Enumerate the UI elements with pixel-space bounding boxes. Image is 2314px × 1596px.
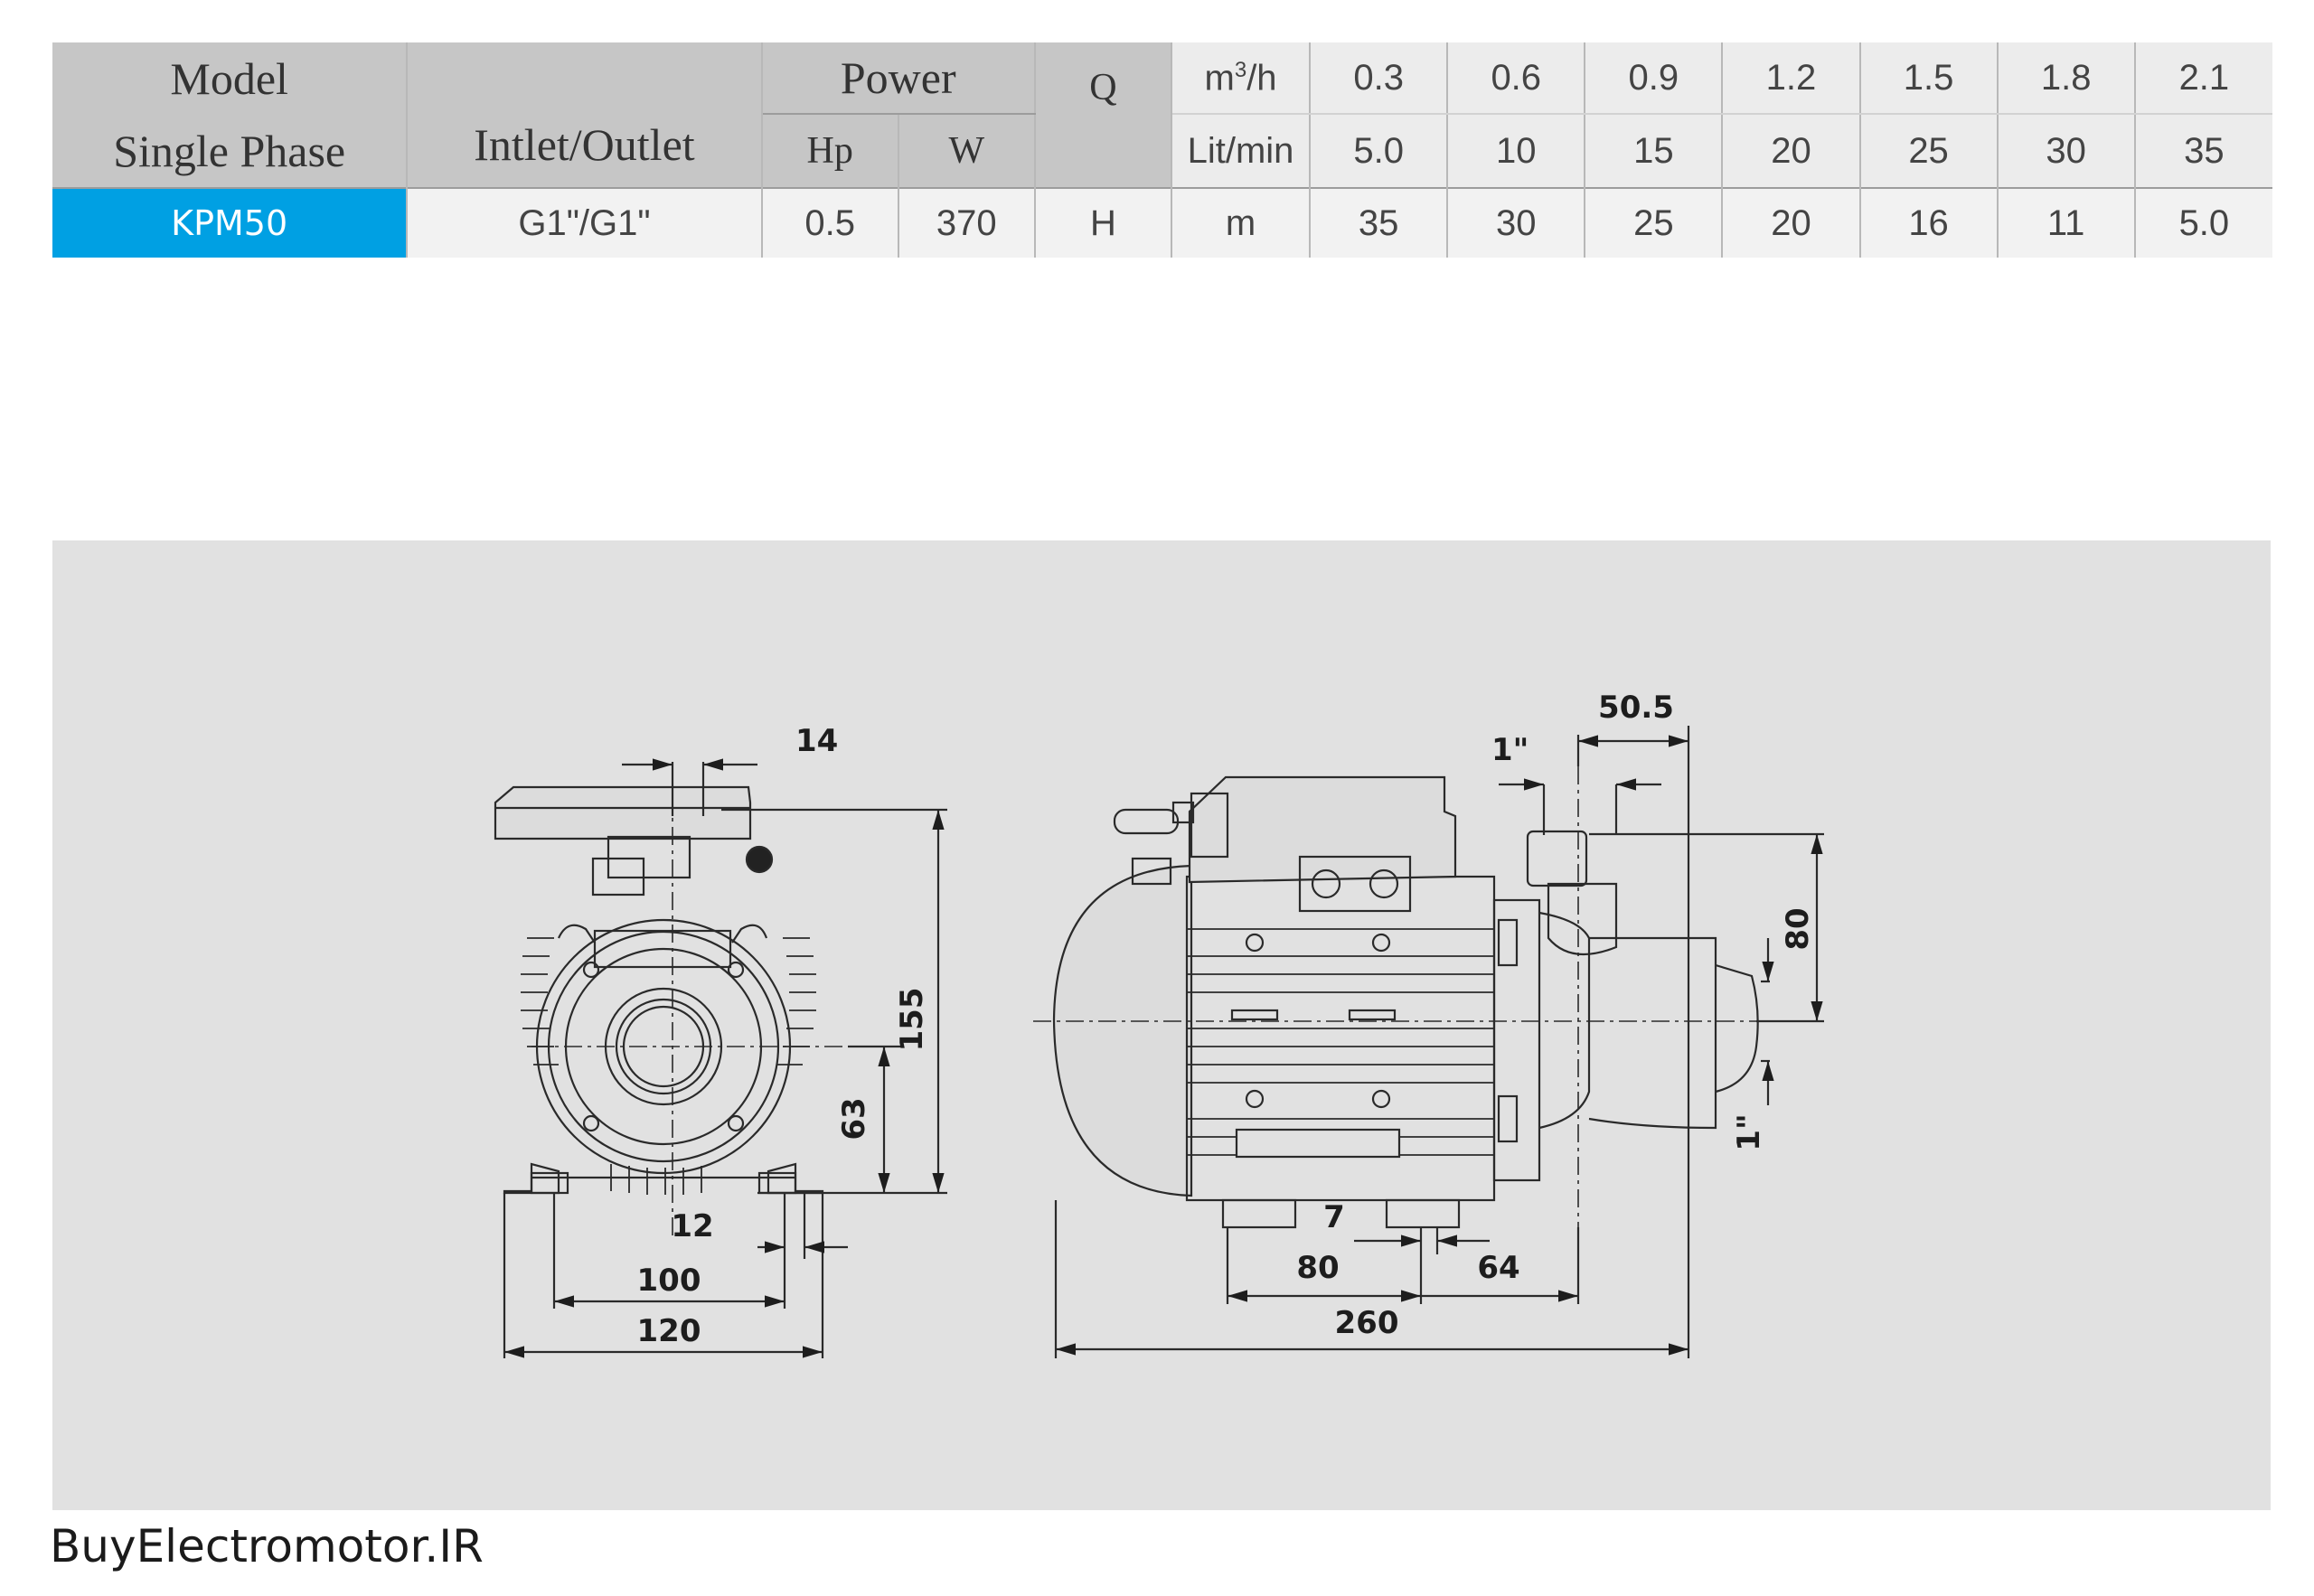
dim-155-label: 155 [894, 988, 930, 1052]
dim-7-label: 7 [1323, 1199, 1345, 1235]
w-header: W [898, 114, 1036, 188]
flow-lit-cell: 15 [1585, 114, 1724, 188]
drawing-svg: 14 155 63 12 100 120 [494, 690, 1824, 1358]
model-header-line1: Model [170, 53, 288, 104]
head-cell: 16 [1859, 187, 1999, 258]
technical-drawing: 14 155 63 12 100 120 [52, 540, 2271, 1510]
dim-63-label: 63 [836, 1097, 872, 1140]
dim-50-5-label: 50.5 [1598, 690, 1674, 726]
flow-lit-cell: 30 [1997, 114, 2136, 188]
flow-m3h-cell: 0.6 [1447, 42, 1586, 116]
flow-unit-m3h-sup: 3 [1234, 57, 1247, 82]
flow-m3h-cell: 0.3 [1310, 42, 1449, 116]
flow-unit-m3h-base: m [1204, 57, 1235, 98]
flow-m3h-cell: 0.9 [1585, 42, 1724, 116]
site-footer: BuyElectromotor.IR [50, 1520, 484, 1573]
dim-120-label: 120 [637, 1313, 701, 1349]
flow-m3h-cell: 1.2 [1722, 42, 1861, 116]
dim-80-vertical-label: 80 [1780, 907, 1816, 950]
dim-1in-top-label: 1" [1491, 732, 1529, 768]
model-header-line2: Single Phase [113, 126, 346, 176]
dim-80-label: 80 [1296, 1250, 1339, 1286]
flow-lit-cell: 5.0 [1310, 114, 1449, 188]
flow-lit-cell: 35 [2134, 114, 2272, 188]
dim-1in-side-label: 1" [1731, 1113, 1767, 1150]
inlet-outlet-cell: G1"/G1" [407, 187, 763, 258]
flow-m3h-cell: 1.5 [1859, 42, 1999, 116]
dim-100-label: 100 [637, 1263, 701, 1299]
head-cell: 25 [1585, 187, 1724, 258]
inlet-outlet-header: Intlet/Outlet [407, 42, 763, 188]
dim-260-label: 260 [1335, 1305, 1399, 1341]
front-view [494, 758, 947, 1358]
dim-64-label: 64 [1477, 1250, 1519, 1286]
model-header: Model Single Phase [52, 42, 409, 188]
h-label-cell: H [1034, 187, 1172, 258]
power-header: Power [761, 42, 1036, 116]
head-cell: 20 [1722, 187, 1861, 258]
head-cell: 5.0 [2134, 187, 2272, 258]
w-cell: 370 [898, 187, 1036, 258]
dim-14-label: 14 [795, 723, 838, 759]
head-cell: 35 [1310, 187, 1449, 258]
flow-unit-m3h-tail: /h [1246, 57, 1277, 98]
flow-lit-cell: 25 [1859, 114, 1999, 188]
hp-cell: 0.5 [761, 187, 899, 258]
head-cell: 11 [1997, 187, 2136, 258]
flow-lit-cell: 10 [1447, 114, 1586, 188]
flow-unit-lit: Lit/min [1171, 114, 1312, 188]
model-name-cell: KPM50 [52, 187, 409, 258]
flow-unit-m3h: m3/h [1171, 42, 1312, 116]
side-view [1033, 726, 1824, 1358]
dim-12-label: 12 [671, 1208, 713, 1244]
head-cell: 30 [1447, 187, 1586, 258]
h-unit-cell: m [1171, 187, 1312, 258]
spec-table: Model Single Phase Intlet/Outlet Power Q… [52, 42, 2272, 258]
hp-header: Hp [761, 114, 899, 188]
flow-m3h-cell: 1.8 [1997, 42, 2136, 116]
flow-m3h-cell: 2.1 [2134, 42, 2272, 116]
flow-lit-cell: 20 [1722, 114, 1861, 188]
q-header: Q [1034, 42, 1172, 188]
